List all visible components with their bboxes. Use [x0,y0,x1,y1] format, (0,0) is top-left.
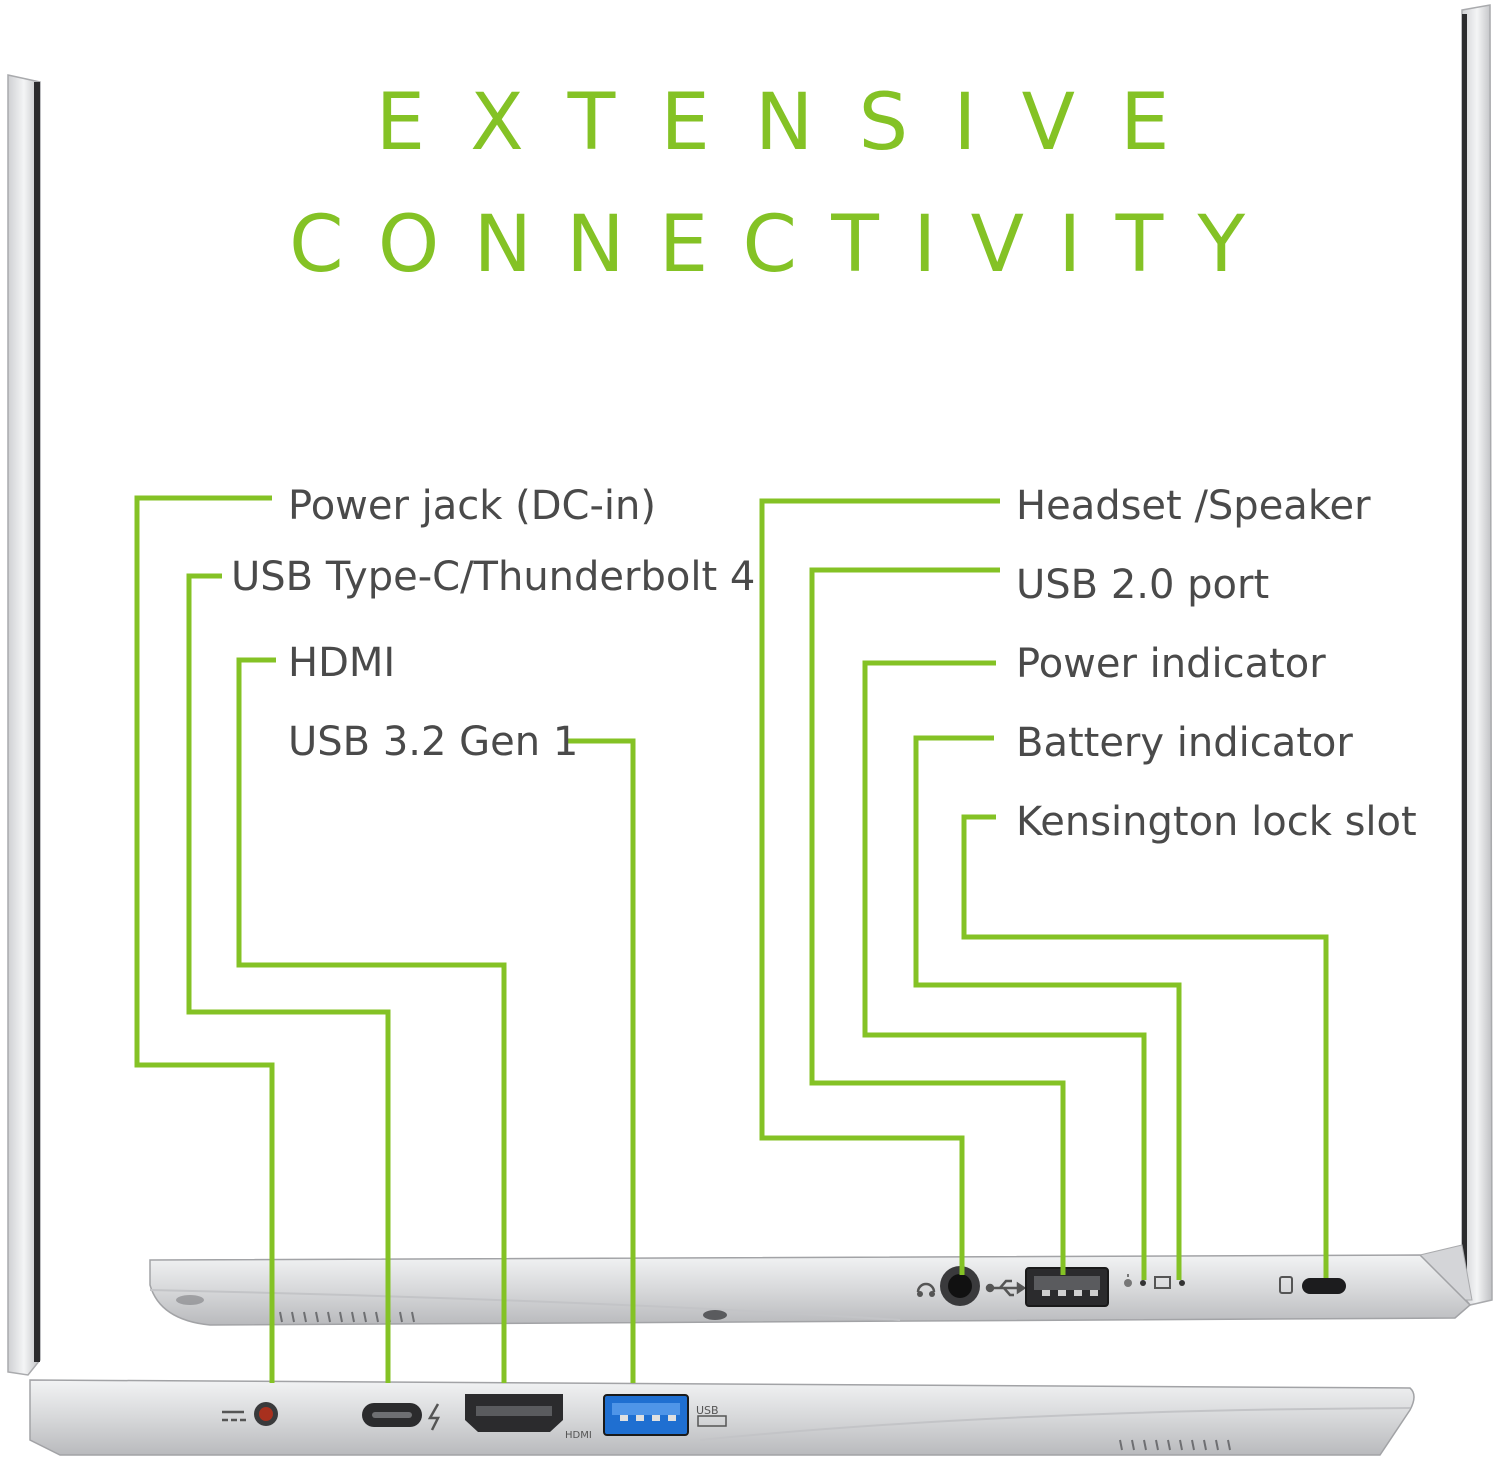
power-indicator-led [1124,1274,1146,1287]
right-side-base [149,1254,1472,1326]
callout-line-power-indicator [862,660,1147,1280]
usb-symbol-icon [985,1279,1027,1297]
power-jack-icon [222,1402,278,1426]
callout-line-usb-20 [809,567,1066,1275]
battery-indicator-led [1154,1276,1185,1289]
callout-line-power-jack [134,495,275,1383]
headset-jack-icon [916,1266,980,1306]
lock-slot-icon [1279,1276,1346,1294]
label-kensington: Kensington lock slot [1016,799,1417,845]
usb-2-port-icon [1025,1267,1109,1307]
left-speaker-grille [1119,1439,1231,1451]
label-headset: Headset /Speaker [1016,483,1371,529]
label-power-indicator: Power indicator [1016,641,1326,687]
label-usb-20: USB 2.0 port [1016,562,1270,608]
label-hdmi: HDMI [288,640,396,686]
label-power-jack: Power jack (DC-in) [288,483,656,529]
callout-line-usb-32 [566,738,636,1383]
callout-line-headset [759,498,1000,1275]
left-side-base: HDMI USB [29,1379,1415,1456]
label-usb-c: USB Type-C/Thunderbolt 4 [231,554,756,600]
callout-line-hdmi [236,657,507,1383]
usb-mark: USB [696,1404,719,1417]
label-battery-indicator: Battery indicator [1016,720,1353,766]
hdmi-icon: HDMI [465,1394,592,1441]
callout-line-usb-c [186,573,391,1383]
usb-a-icon: USB [603,1394,727,1436]
callout-lines [134,495,1329,1383]
label-usb-32: USB 3.2 Gen 1 [288,719,579,765]
right-laptop-lid [1419,4,1493,1306]
callout-line-battery-indicator [913,735,1182,1280]
callout-line-kensington [961,814,1329,1278]
title-line-1: EXTENSIVE [375,78,1215,168]
usb-c-icon [362,1403,441,1431]
title-line-2: CONNECTIVITY [289,200,1280,290]
hdmi-mark: HDMI [565,1430,592,1441]
left-laptop-lid [7,74,41,1376]
